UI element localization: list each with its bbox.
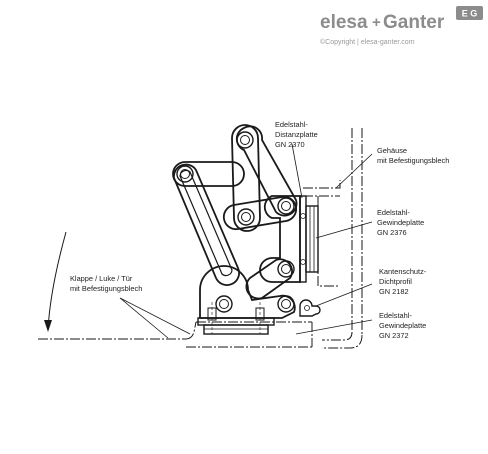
upper-link xyxy=(172,161,245,187)
door-sheet xyxy=(38,321,313,348)
badge-text: E G xyxy=(462,9,478,19)
hinge-mechanism xyxy=(172,124,321,335)
eg-badge: E G xyxy=(456,6,483,20)
plate-bracket xyxy=(259,195,301,283)
logo-elesa: elesa xyxy=(320,12,368,33)
outer-link-left xyxy=(173,163,240,286)
top-link xyxy=(231,124,261,232)
leader-lines xyxy=(119,143,373,339)
label-gewindeplatte-2376: Edelstahl- Gewindeplatte GN 2376 xyxy=(377,208,426,237)
label-gewindeplatte-2372: Edelstahl- Gewindeplatte GN 2372 xyxy=(379,311,428,340)
label-distanzplatte: Edelstahl- Distanzplatte GN 2370 xyxy=(275,120,320,149)
housing-sheet xyxy=(303,128,363,349)
lower-link xyxy=(245,258,293,300)
base-plate xyxy=(197,302,275,335)
logo-ganter: Ganter xyxy=(383,12,445,33)
distance-plate xyxy=(299,195,319,283)
label-klappe: Klappe / Luke / Tür mit Befestigungsblec… xyxy=(70,274,142,293)
swing-arrow xyxy=(44,231,67,332)
copyright-text: ©Copyright | elesa-ganter.com xyxy=(320,38,415,46)
logo-plus: + xyxy=(372,14,381,31)
elesa-ganter-logo: elesa + Ganter xyxy=(320,12,445,33)
pivot-pins xyxy=(176,131,295,313)
label-kantenschutz: Kantenschutz- Dichtprofil GN 2182 xyxy=(379,267,428,296)
label-gehaeuse: Gehäuse mit Befestigungsblech xyxy=(377,146,449,165)
edge-seal xyxy=(299,299,321,317)
